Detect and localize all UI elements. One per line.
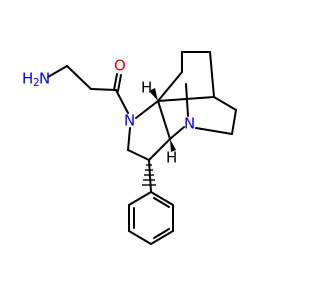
atom-labels: H 2 N O N N H H — [22, 57, 195, 167]
bond-c3a-c7a — [157, 100, 171, 140]
bond-ph-4 — [128, 230, 152, 245]
bonds — [47, 51, 237, 245]
bond-c7a-bridge-top — [157, 71, 183, 102]
carbonyl-oxygen-label: O — [114, 57, 126, 75]
bond-ph-inner-2 — [153, 228, 170, 239]
bond-namide-ch2 — [127, 127, 131, 151]
bond-ph-inner-1 — [153, 197, 170, 208]
bond-n-c3a — [169, 126, 185, 140]
bond-c1-c2 — [66, 65, 92, 90]
bond-carbonyl-o-a — [113, 73, 118, 91]
bond-namide-c7a — [135, 100, 159, 119]
stereo-wedges — [142, 88, 176, 186]
bond-carbonyl-o-b — [117, 74, 122, 92]
bond-ph-1 — [150, 191, 174, 206]
ring-h-label-2: H — [166, 149, 177, 167]
bond-bridge-right-down — [209, 51, 215, 98]
bond-c2-carbonyl — [90, 88, 117, 91]
amine-h-label: H — [22, 70, 33, 88]
bond-n-up — [185, 83, 189, 117]
structure-diagram: H 2 N O N N H H — [22, 51, 237, 245]
bond-ch2-c3 — [127, 149, 150, 161]
wedge-c3a-h — [170, 139, 176, 152]
bridge-nitrogen-label: N — [184, 115, 195, 133]
bond-bridgehead-ring — [213, 96, 237, 111]
bond-carbonyl-namide — [115, 89, 129, 114]
wedge-c7a-h — [149, 88, 158, 101]
hashed-wedge-c3-phenyl — [142, 164, 156, 186]
bond-ring-to-n — [195, 127, 233, 135]
bond-ring-right — [231, 109, 237, 135]
bond-ph-6 — [128, 191, 152, 206]
amide-nitrogen-label: N — [124, 112, 135, 130]
ring-h-label-1: H — [141, 79, 152, 97]
bond-ph-3 — [150, 230, 174, 245]
amine-h-subscript: 2 — [33, 77, 40, 89]
bond-c3-c3a — [148, 138, 171, 161]
amine-nitrogen-label: N — [39, 70, 50, 88]
bond-nh2-c1 — [47, 65, 68, 78]
